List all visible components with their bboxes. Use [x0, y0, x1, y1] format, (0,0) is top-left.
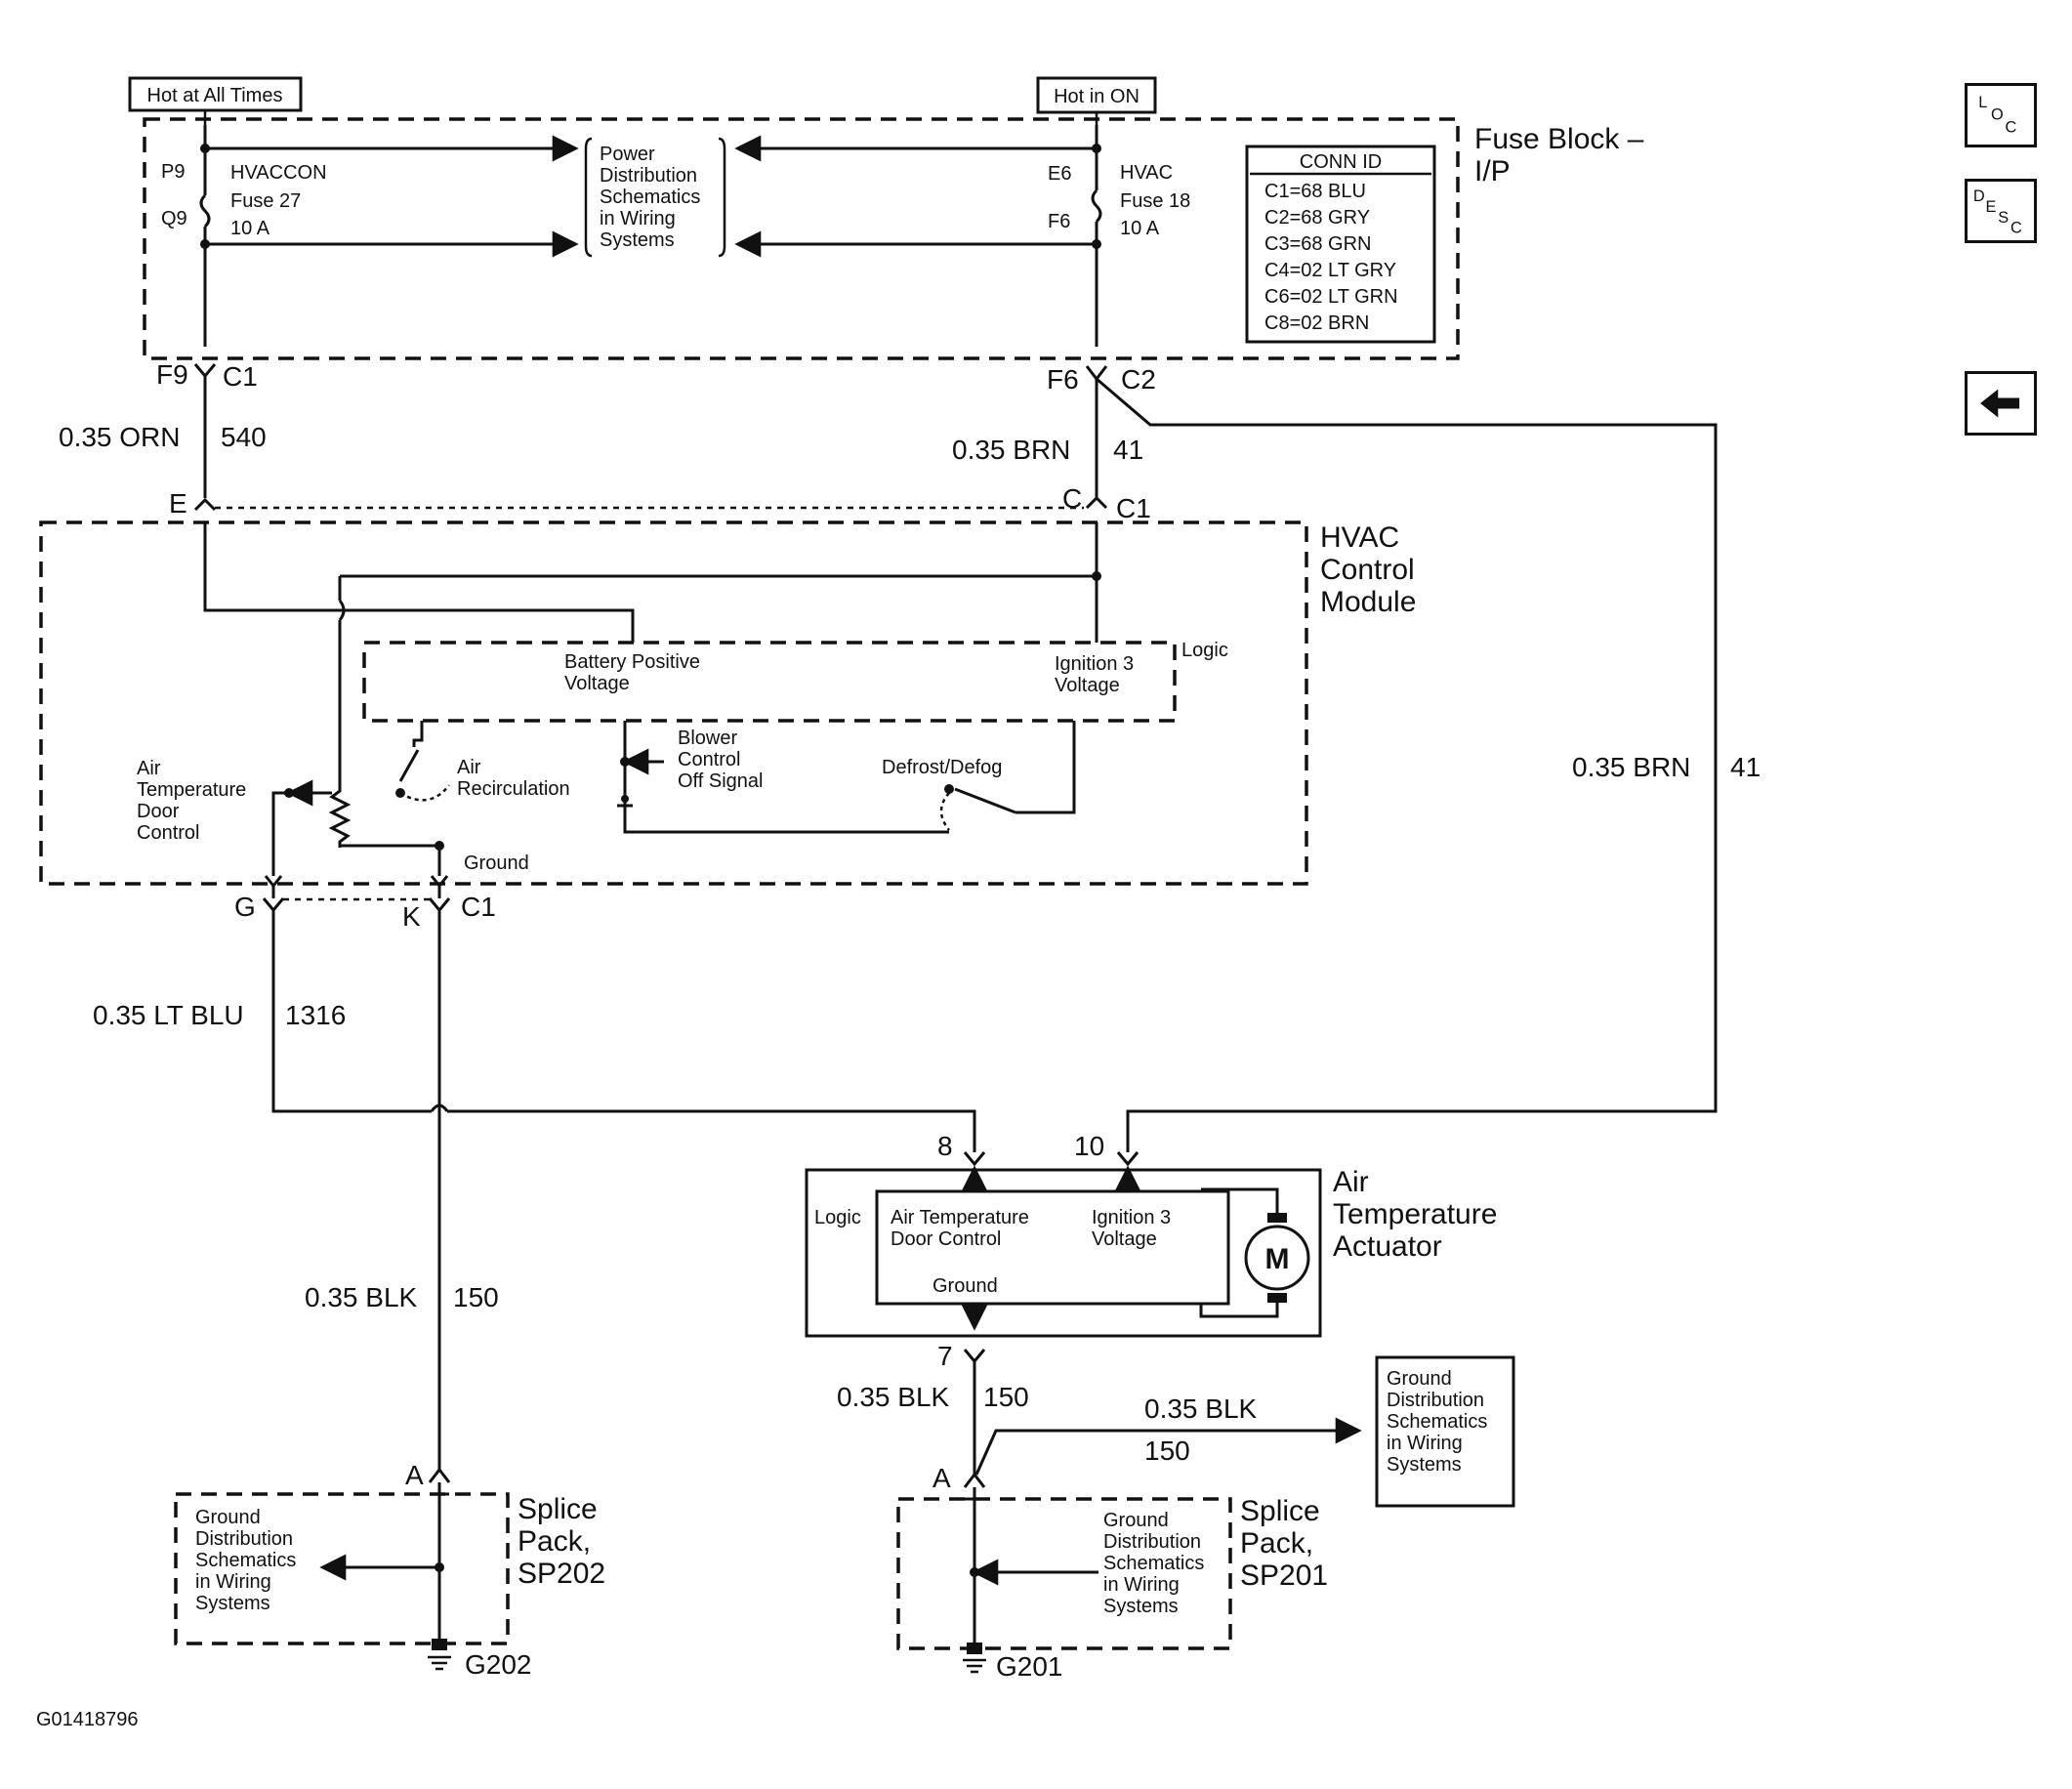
fuse27-pin-top: P9 — [161, 161, 185, 183]
conn-f9-pin: F9 — [156, 359, 188, 390]
wire-ltblu-circuit: 1316 — [285, 1000, 346, 1030]
fuse27-name: HVACCON — [230, 162, 327, 184]
motor-icon — [1244, 1225, 1310, 1291]
wire-orn-gauge: 0.35 ORN — [59, 422, 181, 452]
fuse-block-outline — [143, 117, 1460, 360]
svg-text:S: S — [1998, 209, 2009, 227]
actuator-pin-8: 8 — [937, 1131, 953, 1161]
svg-text:O: O — [1991, 106, 2004, 124]
wire-blk-out-circuit: 150 — [1144, 1435, 1190, 1466]
hvac-pin-e: E — [169, 488, 187, 519]
svg-text:CONN ID: CONN ID — [1300, 151, 1382, 173]
svg-text:C4=02 LT GRY: C4=02 LT GRY — [1264, 260, 1396, 281]
svg-text:C: C — [2010, 220, 2022, 237]
splice-right-pin: A — [932, 1463, 951, 1493]
hvac-logic-label: Logic — [1181, 640, 1228, 661]
diagram-id: G01418796 — [36, 1709, 139, 1730]
wire-blk-left-gauge: 0.35 BLK — [305, 1282, 418, 1312]
svg-text:C1=68 BLU: C1=68 BLU — [1264, 181, 1366, 202]
hvac-pin-c: C — [1062, 483, 1082, 514]
hvac-top-conn: C1 — [1116, 493, 1151, 523]
wire-blk-mid-gauge: 0.35 BLK — [837, 1382, 950, 1412]
fuse18-label: Fuse 18 — [1120, 190, 1190, 212]
svg-text:M: M — [1265, 1243, 1290, 1275]
hvac-ground-label: Ground — [464, 853, 529, 874]
conn-id-table: CONN ID C1=68 BLU C2=68 GRY C3=68 GRN C4… — [1245, 145, 1436, 344]
desc-button[interactable]: D E S C — [1965, 179, 2037, 243]
hvac-module-outline — [39, 520, 1308, 886]
wire-blk-out-gauge: 0.35 BLK — [1144, 1394, 1258, 1424]
fuse27-label: Fuse 27 — [230, 190, 301, 212]
loc-button[interactable]: L O C — [1965, 83, 2037, 147]
svg-text:C6=02 LT GRN: C6=02 LT GRN — [1264, 286, 1398, 308]
actuator-logic-box — [875, 1189, 1230, 1306]
splice-right-outline — [896, 1497, 1232, 1650]
wire-ltblu-gauge: 0.35 LT BLU — [93, 1000, 244, 1030]
actuator-ground: Ground — [932, 1275, 998, 1297]
fuse27-pin-bottom: Q9 — [161, 208, 187, 229]
svg-text:Hot in ON: Hot in ON — [1054, 86, 1140, 107]
svg-text:C2=68 GRY: C2=68 GRY — [1264, 207, 1370, 229]
wire-brn-right-circuit: 41 — [1730, 752, 1761, 782]
actuator-pin-10: 10 — [1074, 1131, 1104, 1161]
fuse18-rating: 10 A — [1120, 218, 1160, 239]
ground-g201-label: G201 — [996, 1651, 1063, 1682]
back-arrow-icon — [1980, 389, 2020, 418]
fuse27-rating: 10 A — [230, 218, 270, 239]
svg-text:C8=02 BRN: C8=02 BRN — [1264, 312, 1369, 334]
actuator-pin-7: 7 — [937, 1341, 953, 1371]
svg-text:C: C — [2006, 118, 2017, 136]
ground-g202-icon — [428, 1639, 451, 1671]
fuse-block-title: Fuse Block –I/P — [1474, 123, 1644, 187]
splice-left-pin: A — [405, 1460, 424, 1490]
back-button[interactable] — [1965, 371, 2037, 436]
hot-at-all-times-label: Hot at All Times — [128, 76, 303, 112]
splice-left-outline — [174, 1492, 510, 1645]
ground-g202-label: G202 — [465, 1649, 532, 1680]
fuse18-pin-top: E6 — [1048, 163, 1071, 185]
conn-f6-pin: F6 — [1047, 364, 1079, 395]
svg-text:D: D — [1973, 187, 1985, 205]
hvac-pin-g: G — [234, 892, 256, 922]
conn-f9-c1: C1 — [223, 361, 258, 392]
svg-text:Hot at All Times: Hot at All Times — [147, 85, 283, 106]
hvac-logic-box — [362, 641, 1177, 723]
wire-orn-circuit: 540 — [221, 422, 267, 452]
wire-brn-gauge: 0.35 BRN — [952, 435, 1070, 465]
actuator-logic-label: Logic — [814, 1207, 861, 1228]
defrost-label: Defrost/Defog — [882, 757, 1002, 778]
wire-brn-right-gauge: 0.35 BRN — [1572, 752, 1690, 782]
hvac-pin-k: K — [402, 901, 421, 932]
conn-f6-c2: C2 — [1121, 364, 1156, 395]
fuse18-name: HVAC — [1120, 162, 1173, 184]
svg-text:C3=68 GRN: C3=68 GRN — [1264, 233, 1372, 255]
ground-g201-icon — [963, 1643, 986, 1674]
hvac-bottom-conn: C1 — [461, 892, 496, 922]
wire-blk-mid-circuit: 150 — [983, 1382, 1029, 1412]
svg-text:E: E — [1986, 198, 1997, 216]
fuse18-pin-bottom: F6 — [1048, 211, 1070, 232]
wire-blk-left-circuit: 150 — [453, 1282, 499, 1312]
svg-text:L: L — [1978, 94, 1987, 111]
hot-in-on-label: Hot in ON — [1036, 76, 1157, 114]
wire-brn-circuit: 41 — [1113, 435, 1143, 465]
